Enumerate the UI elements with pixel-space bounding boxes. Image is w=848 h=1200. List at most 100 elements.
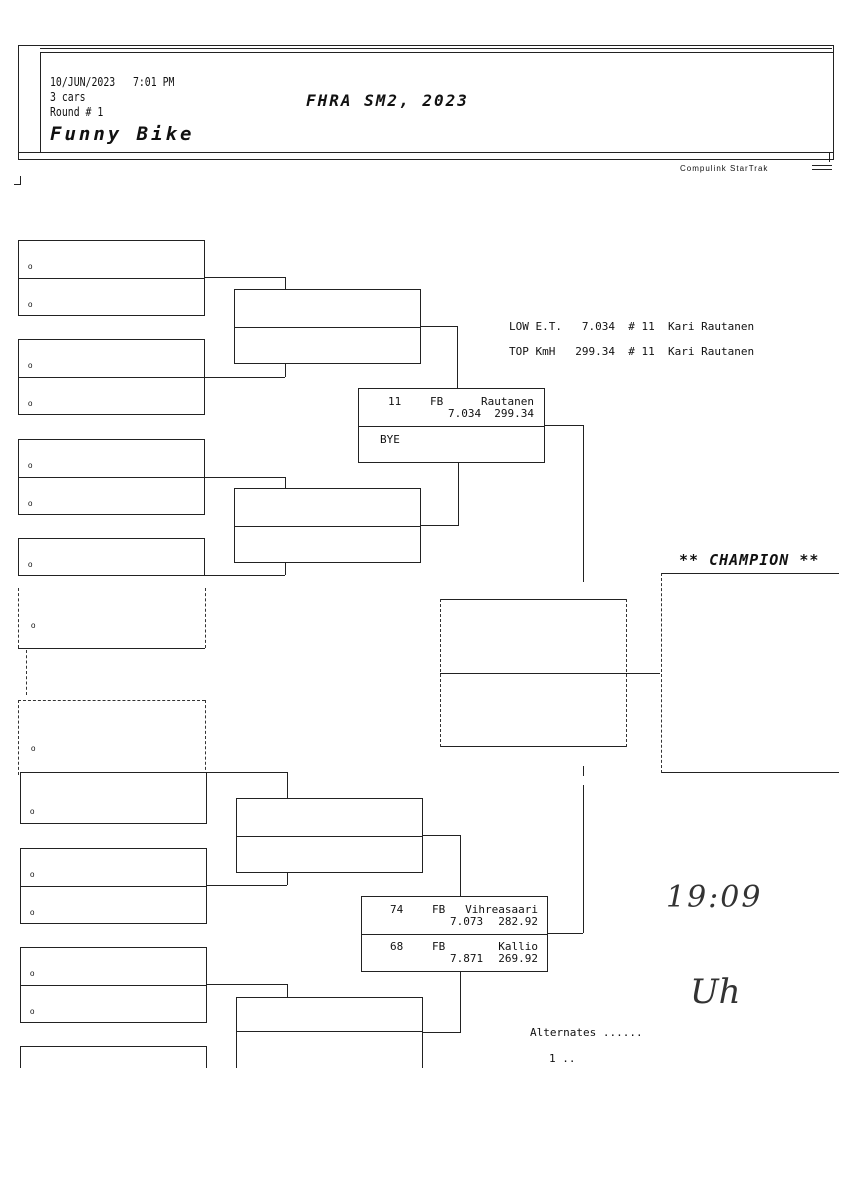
connector bbox=[205, 377, 285, 378]
slot-marker: o bbox=[31, 621, 36, 630]
entry-driver: Kallio bbox=[498, 940, 538, 953]
round1-slot: o bbox=[19, 278, 204, 315]
header-meta: 10/JUN/2023 7:01 PM 3 cars Round # 1 bbox=[50, 75, 174, 120]
round2-pair-1 bbox=[234, 289, 421, 364]
final-box bbox=[440, 599, 660, 747]
connector bbox=[423, 835, 460, 836]
round1-slot-single: o bbox=[18, 538, 205, 576]
connector bbox=[287, 984, 288, 997]
final-border bbox=[626, 599, 627, 747]
bracket-dash bbox=[18, 588, 19, 648]
round2-slot bbox=[235, 526, 420, 563]
champion-border bbox=[661, 573, 662, 773]
entry-et: 7.871 bbox=[450, 952, 484, 965]
connector bbox=[458, 463, 459, 526]
event-title: FHRA SM2, 2023 bbox=[306, 91, 469, 110]
entry-driver: Rautanen bbox=[481, 395, 534, 408]
round1-slot: o bbox=[21, 948, 206, 985]
connector bbox=[583, 425, 584, 582]
round1-slot-cut bbox=[20, 1046, 207, 1068]
round2-pair-3 bbox=[236, 798, 423, 873]
entry-speed: 299.34 bbox=[494, 407, 534, 420]
connector bbox=[207, 772, 287, 773]
connector bbox=[205, 575, 285, 576]
alternates-item: 1 .. bbox=[549, 1052, 576, 1065]
final-border bbox=[440, 746, 626, 747]
round1-pair-6: o o bbox=[20, 947, 207, 1023]
semifinal-lower bbox=[361, 896, 548, 972]
header-rule-top bbox=[40, 48, 832, 49]
entry-class: FB bbox=[432, 940, 446, 953]
round1-slot: o bbox=[19, 477, 204, 514]
slot-marker: o bbox=[28, 300, 33, 309]
connector bbox=[583, 785, 584, 933]
final-border bbox=[440, 599, 441, 747]
round1-slot: o bbox=[19, 377, 204, 414]
stat-label: LOW E.T. bbox=[509, 320, 562, 333]
semifinal-divider bbox=[359, 426, 544, 427]
connector bbox=[421, 326, 457, 327]
class-name: Funny Bike bbox=[50, 123, 195, 145]
slot-marker: o bbox=[30, 870, 35, 879]
bracket-dash bbox=[205, 588, 206, 648]
round2-slot bbox=[235, 290, 420, 327]
bracket-dash bbox=[205, 700, 206, 775]
entry-et: 7.034 bbox=[448, 407, 482, 420]
slot-marker: o bbox=[28, 399, 33, 408]
round1-pair-1: o o bbox=[18, 240, 205, 316]
round1-slot: o bbox=[19, 340, 204, 377]
low-et-stat: LOW E.T. 7.034 # 11 Kari Rautanen bbox=[509, 320, 754, 333]
slot-marker: o bbox=[30, 1007, 35, 1016]
connector bbox=[287, 772, 288, 798]
connector bbox=[285, 277, 286, 289]
stat-driver: Kari Rautanen bbox=[667, 320, 755, 333]
connector bbox=[205, 277, 285, 278]
connector bbox=[457, 326, 458, 388]
connector bbox=[285, 562, 286, 575]
round1-pair-5: o o bbox=[20, 848, 207, 924]
round2-divider bbox=[237, 1031, 422, 1032]
round2-pair-2 bbox=[234, 488, 421, 563]
bracket-line bbox=[18, 648, 205, 649]
connector bbox=[287, 872, 288, 885]
entry-car-number: 11 bbox=[388, 395, 402, 408]
entry-car-number: 74 bbox=[390, 903, 404, 916]
connector bbox=[548, 933, 583, 934]
entry-speed: 282.92 bbox=[498, 915, 538, 928]
slot-marker: o bbox=[28, 461, 33, 470]
entry-et: 7.073 bbox=[450, 915, 484, 928]
stat-driver: Kari Rautanen bbox=[667, 345, 755, 358]
stat-value: 299.34 bbox=[575, 345, 615, 358]
slot-marker: o bbox=[30, 969, 35, 978]
entry-class: FB bbox=[430, 395, 444, 408]
slot-marker: o bbox=[28, 262, 33, 271]
champion-border bbox=[661, 573, 839, 574]
champion-border bbox=[661, 772, 839, 773]
header-tick bbox=[829, 152, 830, 162]
stat-label: TOP KmH bbox=[509, 345, 556, 358]
slot-marker: o bbox=[28, 560, 33, 569]
connector bbox=[207, 984, 287, 985]
slot-marker: o bbox=[30, 908, 35, 917]
stat-car: # 11 bbox=[628, 320, 655, 333]
slot-marker: o bbox=[28, 499, 33, 508]
header-time: 7:01 PM bbox=[132, 75, 175, 89]
connector bbox=[285, 477, 286, 488]
connector bbox=[421, 525, 458, 526]
handwritten-initials: Uh bbox=[690, 972, 741, 1012]
top-speed-stat: TOP KmH 299.34 # 11 Kari Rautanen bbox=[509, 345, 754, 358]
round1-slot: o bbox=[19, 440, 204, 477]
round1-pair-2: o o bbox=[18, 339, 205, 415]
final-divider bbox=[440, 673, 660, 674]
corner-mark bbox=[14, 176, 21, 185]
champion-label: ** CHAMPION ** bbox=[679, 551, 820, 569]
vendor-label: Compulink StarTrak bbox=[680, 164, 769, 173]
header-date: 10/JUN/2023 bbox=[50, 75, 116, 89]
round2-slot bbox=[237, 799, 422, 836]
slot-marker: o bbox=[30, 807, 35, 816]
bye-label: BYE bbox=[380, 433, 400, 446]
bracket-dash bbox=[18, 700, 205, 701]
round2-slot bbox=[237, 836, 422, 873]
champion-box bbox=[661, 573, 839, 773]
bracket-dash bbox=[18, 700, 19, 775]
